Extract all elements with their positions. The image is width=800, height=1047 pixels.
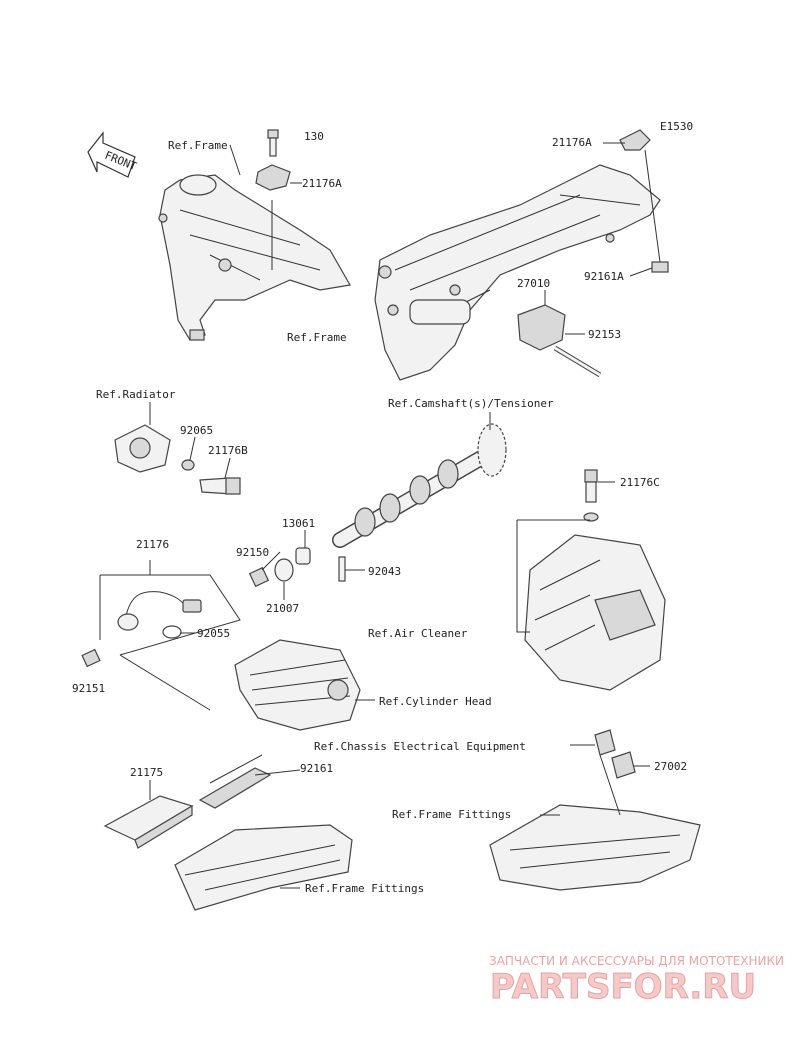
diagram-code: E1530 bbox=[660, 120, 693, 133]
leader-lines bbox=[149, 142, 653, 889]
watermark-logo: PARTSFOR.RU bbox=[490, 967, 756, 1007]
reference-label: Ref.Frame Fittings bbox=[392, 808, 511, 821]
reference-label: Ref.Air Cleaner bbox=[368, 627, 468, 640]
oring-92055-drawing bbox=[162, 625, 182, 639]
seal-13061-drawing bbox=[295, 547, 311, 565]
relay-27002-drawing bbox=[594, 729, 636, 779]
part-number-label: 21176B bbox=[208, 444, 248, 457]
watermark-tagline: ЗАПЧАСТИ И АКСЕССУАРЫ ДЛЯ МОТОТЕХНИКИ bbox=[489, 954, 784, 968]
reference-label: Ref.Chassis Electrical Equipment bbox=[314, 740, 526, 753]
reference-label: Ref.Radiator bbox=[96, 388, 176, 401]
reference-label: Ref.Frame bbox=[287, 331, 347, 344]
air-cleaner-drawing bbox=[516, 519, 666, 691]
plug-21007-drawing bbox=[274, 558, 294, 582]
sensor-21176A-top-drawing bbox=[619, 129, 651, 151]
frame-rear-drawing bbox=[374, 164, 661, 381]
part-number-label: 92043 bbox=[368, 565, 401, 578]
sensor-21176C-drawing bbox=[583, 469, 599, 522]
bolt-92151-drawing bbox=[81, 648, 101, 668]
front-arrow-icon: FRONT bbox=[87, 131, 139, 178]
reference-label: Ref.Camshaft(s)/Tensioner bbox=[388, 397, 554, 410]
bolt-92150-drawing bbox=[248, 566, 270, 588]
module-27010-drawing bbox=[517, 304, 566, 351]
pin-92043-drawing bbox=[338, 556, 346, 582]
frame-fittings-tray-drawing bbox=[174, 824, 353, 911]
reference-label: Ref.Frame bbox=[168, 139, 228, 152]
part-number-label: 21176 bbox=[136, 538, 169, 551]
bolt-92153-drawing bbox=[553, 345, 602, 378]
bolt-92161A-drawing bbox=[644, 149, 669, 273]
part-number-label: 92153 bbox=[588, 328, 621, 341]
sensor-21176B-drawing bbox=[199, 477, 241, 495]
part-number-label: 92161A bbox=[584, 270, 624, 283]
callout-box-21176 bbox=[99, 560, 241, 711]
reference-label: Ref.Frame Fittings bbox=[305, 882, 424, 895]
reference-label: Ref.Cylinder Head bbox=[379, 695, 492, 708]
bolt-130-drawing bbox=[267, 129, 279, 157]
part-number-label: 27002 bbox=[654, 760, 687, 773]
part-number-label: 21176C bbox=[620, 476, 660, 489]
radiator-part-drawing bbox=[114, 424, 171, 473]
pad-92161-drawing bbox=[198, 754, 272, 809]
sensor-21176-drawing bbox=[117, 591, 202, 631]
part-number-label: 92161 bbox=[300, 762, 333, 775]
sensor-21176A-drawing bbox=[255, 164, 291, 191]
part-number-label: 27010 bbox=[517, 277, 550, 290]
washer-92065-drawing bbox=[181, 459, 195, 471]
part-number-label: 92150 bbox=[236, 546, 269, 559]
frame-fittings-right-drawing bbox=[489, 754, 701, 891]
part-number-label: 130 bbox=[304, 130, 324, 143]
frame-front-drawing bbox=[158, 174, 351, 341]
part-number-label: 21175 bbox=[130, 766, 163, 779]
part-number-label: 92151 bbox=[72, 682, 105, 695]
part-number-label: 13061 bbox=[282, 517, 315, 530]
cover-21175-drawing bbox=[103, 795, 194, 849]
part-number-label: 21176A bbox=[552, 136, 592, 149]
part-number-label: 21007 bbox=[266, 602, 299, 615]
part-number-label: 21176A bbox=[302, 177, 342, 190]
cylinder-head-drawing bbox=[234, 639, 361, 731]
part-number-label: 92065 bbox=[180, 424, 213, 437]
camshaft-drawing bbox=[332, 423, 507, 548]
part-number-label: 92055 bbox=[197, 627, 230, 640]
